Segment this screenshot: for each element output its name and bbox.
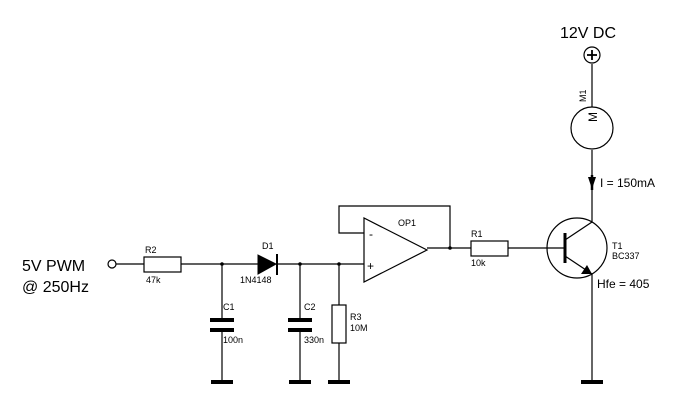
d1-value: 1N4148 [240, 275, 272, 285]
r2-value: 47k [146, 275, 161, 285]
c1-ref: C1 [223, 302, 235, 312]
input-terminal [107, 259, 117, 269]
resistor-r1 [470, 240, 509, 257]
supply-label: 12V DC [560, 25, 616, 42]
current-label: I = 150mA [600, 176, 655, 190]
motor-ref: M1 [578, 89, 588, 102]
junction-opamp-output [448, 246, 452, 250]
junction-r3 [337, 262, 341, 266]
resistor-r2 [143, 256, 182, 273]
opamp-op1 [363, 217, 429, 283]
t1-part: BC337 [612, 251, 640, 261]
t1-ref: T1 [612, 241, 623, 251]
r3-value: 10M [350, 323, 368, 333]
transistor-t1-collector-lead [564, 221, 593, 241]
wire-opamp-feedback [338, 205, 451, 248]
c2-value: 330n [304, 335, 324, 345]
r2-ref: R2 [145, 245, 157, 255]
c1-value: 100n [223, 335, 243, 345]
junction-c2 [298, 262, 302, 266]
d1-ref: D1 [262, 241, 274, 251]
r3-ref: R3 [350, 312, 362, 322]
t1-gain: Hfe = 405 [597, 277, 650, 291]
input-label-line1: 5V PWM [22, 258, 85, 275]
transistor-t1-emitter-arrow [581, 265, 592, 274]
input-label-line2: @ 250Hz [22, 279, 89, 296]
resistor-r3 [331, 304, 347, 344]
c2-ref: C2 [304, 302, 316, 312]
opamp-ref: OP1 [398, 218, 416, 228]
junction-c1 [220, 262, 224, 266]
r1-value: 10k [471, 258, 486, 268]
diode-d1 [257, 254, 278, 275]
motor-symbol: M [586, 112, 600, 122]
transistor-t1-body [546, 217, 608, 279]
opamp-minus-symbol: - [369, 227, 373, 241]
opamp-plus-symbol: + [367, 259, 374, 273]
r1-ref: R1 [471, 229, 483, 239]
